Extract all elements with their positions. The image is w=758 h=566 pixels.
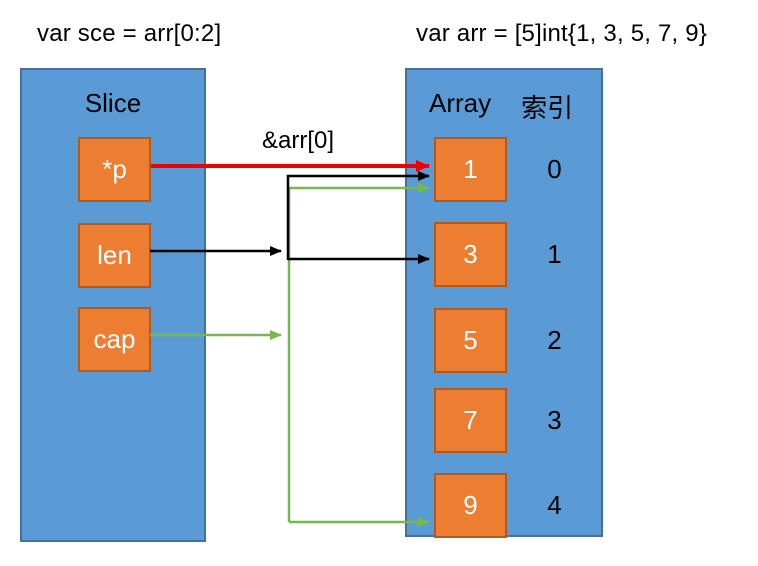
slice-declaration: var sce = arr[0:2] [37, 20, 222, 47]
array-panel-title: Array [429, 88, 492, 118]
array-element-1: 3 [434, 222, 507, 287]
array-element-2: 5 [434, 308, 507, 373]
slice-field-p: *p [78, 137, 151, 202]
slice-field-cap: cap [78, 307, 151, 372]
array-element-0: 1 [434, 137, 507, 202]
array-declaration: var arr = [5]int{1, 3, 5, 7, 9} [416, 20, 708, 47]
array-index-3: 3 [547, 405, 562, 435]
pointer-address-label: &arr[0] [262, 127, 335, 154]
array-index-0: 0 [547, 154, 562, 184]
array-index-1: 1 [547, 239, 562, 269]
array-index-4: 4 [547, 490, 562, 520]
array-element-4: 9 [434, 473, 507, 538]
slice-field-len: len [78, 223, 151, 288]
slice-panel: Slice *p len cap [20, 68, 206, 542]
array-element-3: 7 [434, 388, 507, 453]
array-panel-header: Array 索引 [429, 88, 573, 125]
array-index-2: 2 [547, 325, 562, 355]
array-panel: Array 索引 1 0 3 1 5 2 7 3 9 4 [405, 68, 603, 538]
array-index-title: 索引 [521, 93, 574, 123]
slice-panel-title: Slice [84, 88, 142, 118]
